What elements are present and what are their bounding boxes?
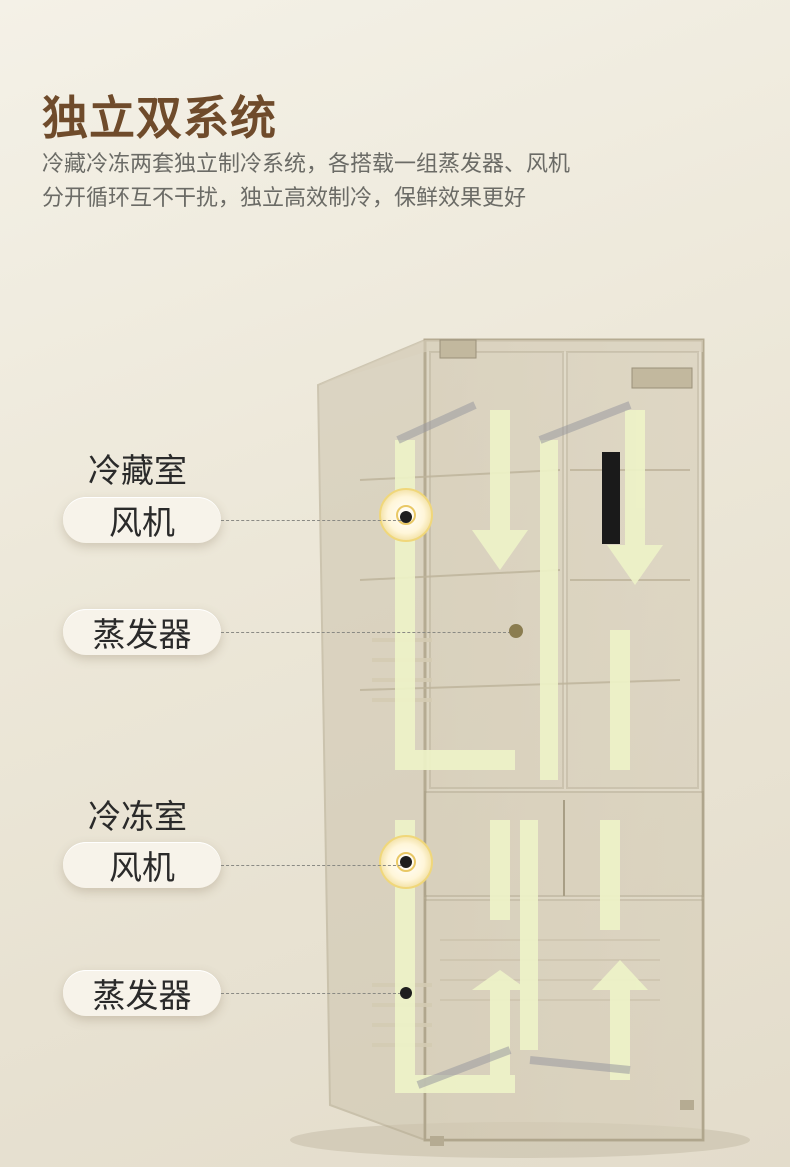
description: 冷藏冷冻两套独立制冷系统，各搭载一组蒸发器、风机 分开循环互不干扰，独立高效制冷… — [42, 148, 742, 216]
freezer-fan-leader — [221, 865, 401, 866]
refrigerator-fan-leader — [221, 520, 401, 521]
freezer-evaporator-leader — [221, 993, 401, 994]
freezer-zone-label: 冷冻室 — [88, 797, 187, 836]
freezer-fan-label: 风机 — [63, 842, 221, 888]
description-line-1: 冷藏冷冻两套独立制冷系统，各搭载一组蒸发器、风机 — [42, 152, 571, 177]
description-line-2: 分开循环互不干扰，独立高效制冷，保鲜效果更好 — [42, 186, 527, 211]
refrigerator-zone-label: 冷藏室 — [88, 451, 187, 490]
refrigerator-evaporator-label: 蒸发器 — [63, 609, 221, 655]
refrigerator-evaporator-marker — [509, 624, 523, 638]
freezer-evaporator-marker — [400, 987, 412, 999]
freezer-fan-marker — [400, 856, 412, 868]
freezer-evaporator-label: 蒸发器 — [63, 970, 221, 1016]
refrigerator-evaporator-leader — [221, 632, 511, 633]
refrigerator-fan-marker — [400, 511, 412, 523]
refrigerator-fan-label: 风机 — [63, 497, 221, 543]
page-title: 独立双系统 — [42, 91, 277, 145]
